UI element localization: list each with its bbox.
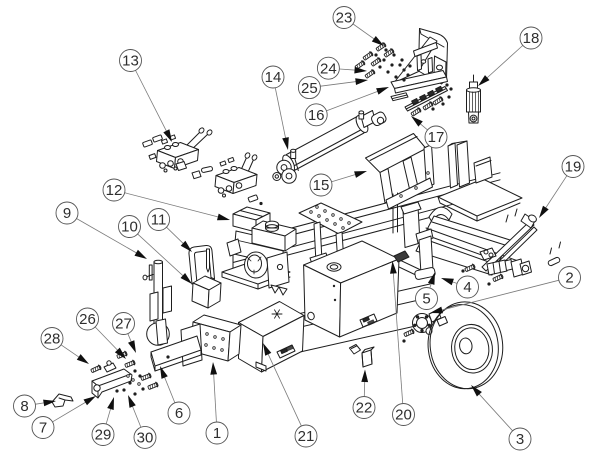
svg-text:18: 18 [523,30,540,47]
svg-text:22: 22 [356,400,373,417]
svg-text:30: 30 [137,430,154,447]
svg-text:2: 2 [565,270,573,287]
svg-text:20: 20 [395,407,412,424]
svg-text:9: 9 [63,205,71,222]
svg-text:10: 10 [121,219,138,236]
svg-text:26: 26 [79,311,96,328]
svg-text:28: 28 [44,331,61,348]
svg-text:17: 17 [428,129,445,146]
svg-text:6: 6 [175,405,183,422]
svg-text:12: 12 [106,182,123,199]
svg-text:4: 4 [463,279,471,296]
svg-text:11: 11 [151,212,167,229]
svg-text:15: 15 [313,177,330,194]
svg-text:5: 5 [422,291,430,308]
svg-text:23: 23 [336,10,353,27]
svg-text:21: 21 [298,428,315,445]
svg-text:3: 3 [516,431,524,448]
svg-text:24: 24 [320,60,337,77]
svg-text:27: 27 [115,316,132,333]
svg-text:16: 16 [308,107,325,124]
svg-text:13: 13 [122,53,139,70]
svg-text:1: 1 [213,425,221,442]
svg-text:8: 8 [20,398,28,415]
svg-text:14: 14 [265,69,282,86]
svg-text:19: 19 [565,159,582,176]
svg-text:29: 29 [95,427,112,444]
svg-text:25: 25 [301,80,318,97]
svg-text:7: 7 [39,420,47,437]
